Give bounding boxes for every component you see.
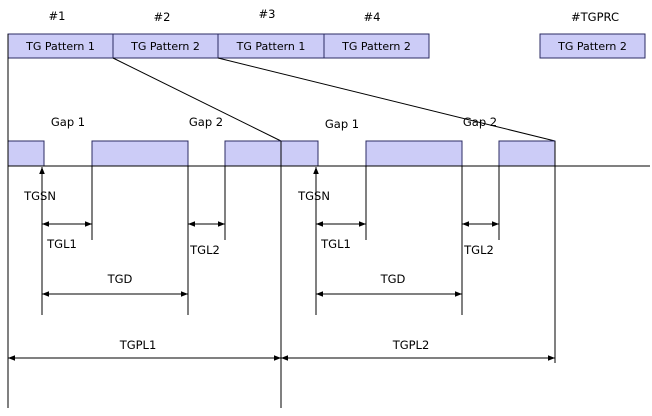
gap-label: Gap 1 xyxy=(51,115,85,129)
pattern-number-4: #4 xyxy=(364,10,381,24)
pattern-box-1: TG Pattern 1 xyxy=(7,33,114,59)
tgsn-label: TGSN xyxy=(297,189,330,203)
pattern-box-label: TG Pattern 2 xyxy=(557,40,627,53)
tgl2-label: TGL2 xyxy=(189,243,220,257)
gap-block xyxy=(365,140,463,167)
tgd-label: TGD xyxy=(107,272,133,286)
pattern-number-3: #3 xyxy=(259,7,276,21)
gap-block xyxy=(7,140,45,167)
gap-block xyxy=(91,140,189,167)
gap-block xyxy=(498,140,556,167)
zoom-line-right xyxy=(217,57,556,142)
pattern-number-2: #2 xyxy=(154,10,171,24)
pattern-box-label: TG Pattern 1 xyxy=(25,40,95,53)
pattern-box-label: TG Pattern 1 xyxy=(236,40,306,53)
zoom-line-left xyxy=(112,57,282,142)
gap-label: Gap 2 xyxy=(189,115,223,129)
pattern-box-3: TG Pattern 1 xyxy=(217,33,325,59)
gap-block xyxy=(280,140,319,167)
tgpl2-label: TGPL2 xyxy=(392,338,430,352)
tgpl1-label: TGPL1 xyxy=(119,338,157,352)
gap-label: Gap 2 xyxy=(463,115,497,129)
tgl1-label: TGL1 xyxy=(320,237,351,251)
pattern-box-label: TG Pattern 2 xyxy=(130,40,200,53)
pattern-box-4: TG Pattern 2 xyxy=(323,33,430,59)
tgd-label: TGD xyxy=(380,272,406,286)
gap-block xyxy=(224,140,282,167)
tgl1-label: TGL1 xyxy=(46,237,77,251)
pattern-box-label: TG Pattern 2 xyxy=(341,40,411,53)
pattern-number-tgprc: #TGPRC xyxy=(571,10,619,24)
gap-label: Gap 1 xyxy=(325,117,359,131)
pattern-number-1: #1 xyxy=(49,9,66,23)
tgl2-label: TGL2 xyxy=(463,243,494,257)
pattern-box-tgprc: TG Pattern 2 xyxy=(539,33,646,59)
pattern-box-2: TG Pattern 2 xyxy=(112,33,219,59)
tgsn-label: TGSN xyxy=(23,189,56,203)
